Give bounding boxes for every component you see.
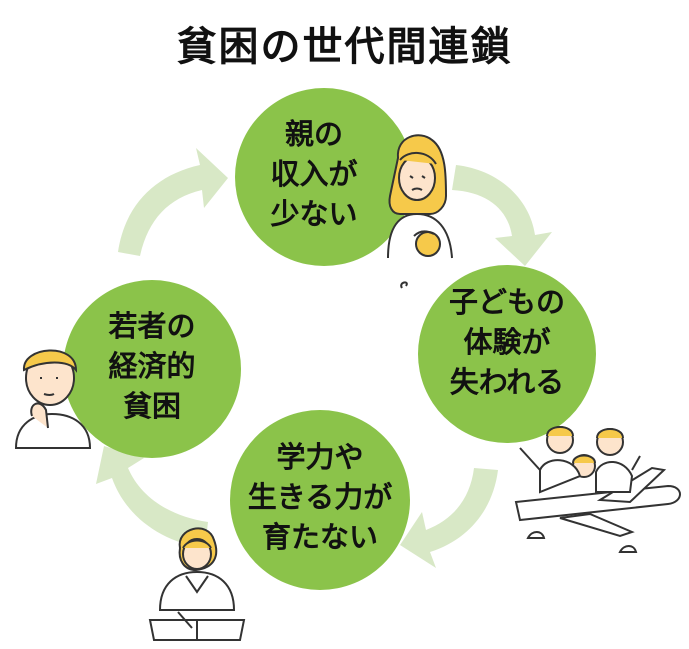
cycle-node-education: 学力や 生きる力が 育たない — [230, 410, 410, 590]
studying-student-icon — [148, 527, 246, 641]
diagram-title: 貧困の世代間連鎖 — [176, 24, 513, 70]
node-label: 親の 収入が 少ない — [270, 117, 358, 231]
arrow-top-left — [118, 148, 228, 256]
worried-mother-with-purse-icon — [387, 134, 453, 289]
cycle-node-child-experience: 子どもの 体験が 失われる — [418, 265, 596, 443]
node-label: 若者の 経済的 貧困 — [108, 309, 196, 423]
cycle-node-youth-poverty: 若者の 経済的 貧困 — [63, 280, 241, 458]
family-airplane-icon — [514, 426, 681, 553]
cycle-node-parent-income: 親の 収入が 少ない — [235, 88, 413, 266]
thinking-young-man-icon — [14, 349, 92, 449]
node-label: 子どもの 体験が 失われる — [448, 285, 565, 399]
arrow-bottom-left — [96, 446, 208, 548]
arrow-bottom-right — [400, 468, 498, 568]
node-label: 学力や 生きる力が 育たない — [247, 440, 393, 554]
arrow-top-right — [452, 165, 552, 266]
